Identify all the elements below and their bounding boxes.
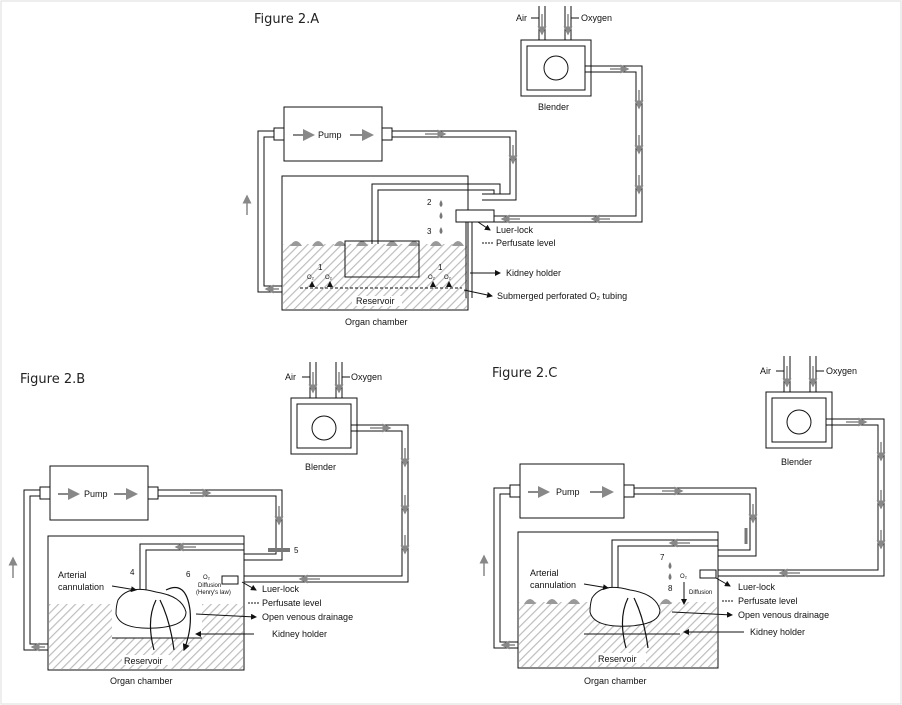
arterial-cannulation-label-2: cannulation [530, 580, 576, 590]
diffusion-label: Diffusion [689, 590, 712, 596]
o2-1: O₂ [307, 275, 315, 281]
o2-label: O₂ [680, 574, 688, 580]
droplets [668, 562, 672, 580]
luer-lock-label: Luer-lock [262, 584, 300, 594]
organ-chamber-label: Organ chamber [345, 317, 408, 327]
label-1b: 1 [438, 263, 443, 272]
reservoir-label: Reservoir [356, 296, 395, 306]
label-2: 2 [427, 198, 432, 207]
o2-3: O₂ [428, 275, 436, 281]
organ-chamber-label: Organ chamber [110, 676, 173, 686]
figure-2b-title: Figure 2.B [20, 372, 86, 387]
blender-dial-icon [311, 415, 337, 441]
air-label: Air [760, 366, 771, 376]
luer-lock [455, 209, 495, 223]
oxygen-label: Oxygen [581, 13, 612, 23]
organ-chamber-label: Organ chamber [584, 676, 647, 686]
o2-label: O₂ [203, 575, 211, 581]
open-venous-drainage-label: Open venous drainage [738, 610, 829, 620]
open-venous-drainage-label: Open venous drainage [262, 612, 353, 622]
figure-2c-title: Figure 2.C [492, 366, 558, 381]
kidney-icon [115, 588, 187, 629]
luer-lock-label: Luer-lock [496, 225, 534, 235]
label-3: 3 [427, 227, 432, 236]
o2-4: O₂ [444, 275, 452, 281]
label-7: 7 [660, 553, 665, 562]
kidney-holder-label: Kidney holder [272, 629, 327, 639]
kidney-holder [344, 240, 420, 278]
perfusate-waves [290, 241, 464, 246]
blender-dial-icon [786, 409, 812, 435]
blender-dial-icon [543, 55, 569, 81]
label-1a: 1 [318, 263, 323, 272]
label-6: 6 [186, 570, 191, 579]
kidney-holder-label: Kidney holder [750, 627, 805, 637]
henrys-law-label: (Henry's law) [196, 590, 231, 596]
figure-2a-title: Figure 2.A [254, 12, 320, 27]
droplets [439, 200, 443, 234]
kidney-holder-label: Kidney holder [506, 268, 561, 278]
arterial-cannulation-label-1: Arterial [530, 568, 559, 578]
blender-label: Blender [781, 457, 812, 467]
label-8: 8 [668, 584, 673, 593]
pump-outlet-tube [392, 130, 517, 201]
figure-2b: Air Oxygen Blender Pump [8, 362, 410, 686]
blender-outlet-tube [466, 65, 643, 223]
figure-2a: Air Oxygen Blender Pump [242, 6, 644, 327]
label-4: 4 [130, 568, 135, 577]
gas-inlet-lines [538, 6, 572, 40]
reservoir-label: Reservoir [124, 656, 163, 666]
pump-label: Pump [556, 487, 580, 497]
pump-label: Pump [318, 130, 342, 140]
arterial-cannulation-label-1: Arterial [58, 570, 87, 580]
o2-2: O₂ [325, 275, 333, 281]
submerged-tubing-label: Submerged perforated O₂ tubing [497, 291, 627, 301]
diffusion-label: Diffusion [198, 583, 221, 589]
arterial-cannulation-label-2: cannulation [58, 582, 104, 592]
perfusate-level-label: Perfusate level [738, 596, 798, 606]
blender-label: Blender [538, 102, 569, 112]
perfusate-level-label: Perfusate level [496, 238, 556, 248]
pump-label: Pump [84, 489, 108, 499]
return-tube [257, 130, 282, 293]
perfusate-level-label: Perfusate level [262, 598, 322, 608]
oxygen-label: Oxygen [351, 372, 382, 382]
perfusate-waves [524, 599, 672, 604]
air-label: Air [516, 13, 527, 23]
blender-label: Blender [305, 462, 336, 472]
air-label: Air [285, 372, 296, 382]
oxygen-label: Oxygen [826, 366, 857, 376]
reservoir-label: Reservoir [598, 654, 637, 664]
luer-lock-label: Luer-lock [738, 582, 776, 592]
label-5: 5 [294, 546, 299, 555]
figure-2c: Air Oxygen Blender Pump [479, 356, 886, 686]
